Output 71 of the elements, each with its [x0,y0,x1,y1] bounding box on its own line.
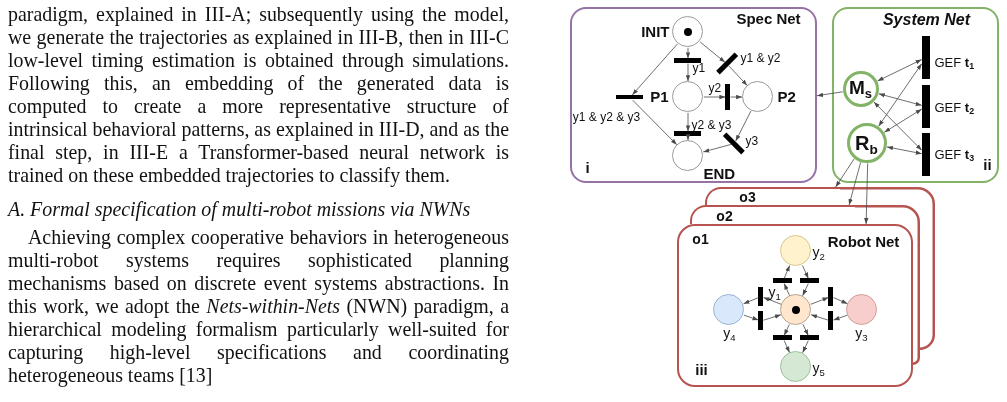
place-label: y$_{5}$ [812,360,825,377]
place-label: END [703,165,736,182]
transition-bar [828,286,833,306]
place-circle [672,81,703,112]
transition-label: GEF t$_{2}$ [934,100,975,115]
transition-bar [828,311,833,330]
transition-label: y2 [708,81,722,96]
body-paragraph: Achieving complex cooperative behaviors in heterogeneous multi-robot systems requires sophisticated planning mechanisms based on discrete event systems abstractions. In this work, we adopt the Nets-within-Nets (NWN) paradigm, a hierarchical modeling formalism particularly well-suited for capturing high-level specifications and coordinating heterogeneous teams [13] [8,226,509,387]
net-panel [832,7,999,183]
transition-bar [773,335,792,340]
arrow [877,59,923,82]
place-label: P2 [777,88,796,105]
place-circle [842,70,879,107]
arrow [873,101,923,151]
place-circle [780,294,811,325]
arrow [878,93,923,106]
transition-bar [674,131,701,136]
transition-label: y3 [745,134,759,149]
transition-bar [921,132,930,176]
transition-bar [758,311,763,330]
transition-bar [921,35,930,79]
transition-label: y2 & y3 [691,118,732,133]
arrow [878,63,923,127]
robot-net-card [705,187,840,205]
transition-bar [616,94,643,100]
arrow [685,134,691,141]
transition-label: y1 & y2 & y3 [572,110,641,125]
card-label: o2 [716,209,733,223]
card-label: o3 [739,189,756,204]
place-label: y$_{2}$ [812,244,825,261]
transition-label: GEF t$_{1}$ [934,55,975,70]
place-circle [672,16,703,47]
arrow [883,108,923,133]
place-circle [846,122,887,163]
place-circle [742,81,773,112]
place-label: R$_{b}$ [855,131,878,154]
panel-number: ii [983,156,992,173]
robot-net-card [677,224,913,387]
transition-label: y1 [692,61,706,76]
transition-label: y1 & y2 [740,51,781,66]
place-circle [713,294,744,325]
place-label: y$_{4}$ [723,325,736,342]
transition-label: GEF t$_{3}$ [934,147,975,162]
body-paragraph: paradigm, explained in III-A; subsequently using the model, we generate the trajectories as explained in III-B, then in III-C low-level timing estimation is obtained through simulations. Following this, an embedding of the generated data is computed to create a more representative structure of intrinsical behavioral patterns, as explained in III-D, and as the final step, in III-E a Transformer-based neural network is trained on these embedded trajectories to classify them. [8,3,509,187]
place-label: y$_{1}$ [768,284,781,301]
place-circle [672,140,703,171]
net-panel [570,7,817,183]
place-label: M$_{s}$ [849,78,872,99]
place-circle [780,351,811,382]
transition-bar [799,278,819,283]
transition-bar [773,278,792,283]
panel-title: System Net [882,10,971,29]
arrow [886,145,923,155]
place-label: INIT [641,23,670,40]
transition-bar [799,335,819,340]
panel-title: Robot Net [827,233,900,250]
transition-bar [725,83,730,110]
transition-bar [674,58,701,63]
transition-bar [715,52,738,75]
card-label: o1 [692,231,709,246]
place-label: y$_{3}$ [855,325,868,342]
transition-bar [758,286,763,306]
panel-number: iii [695,361,708,378]
panel-title: Spec Net [736,10,801,27]
place-circle [780,235,811,266]
place-label: P1 [650,88,669,105]
robot-net-card [690,205,855,224]
panel-number: i [585,159,590,176]
transition-bar [921,84,930,128]
section-heading: A. Formal specification of multi-robot missions via NWNs [8,198,472,221]
place-circle [846,294,877,325]
